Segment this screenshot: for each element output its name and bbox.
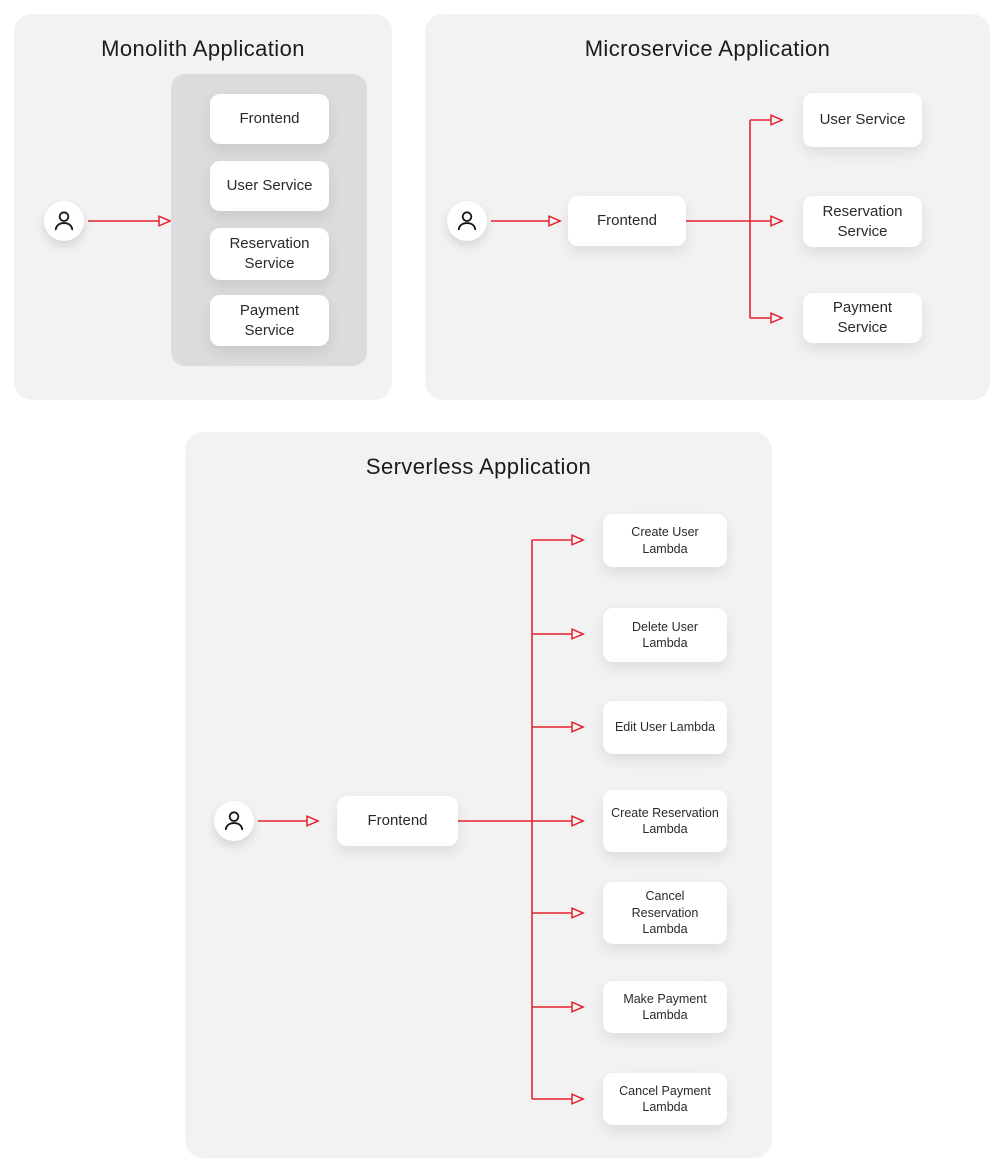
user-icon (447, 201, 487, 241)
node-monolith-payment-service: Payment Service (210, 295, 329, 346)
node-micro-user-service: User Service (803, 93, 922, 147)
person-head (58, 211, 70, 222)
node-make-payment-lambda: Make Payment Lambda (603, 981, 727, 1033)
person-shoulders (457, 222, 477, 231)
microservice-panel: Microservice Application Frontend User S… (425, 14, 990, 400)
node-monolith-user-service: User Service (210, 161, 329, 211)
person-head (228, 811, 240, 822)
serverless-panel: Serverless Application Frontend Create U… (185, 432, 772, 1158)
serverless-connectors (258, 432, 772, 1158)
node-monolith-frontend: Frontend (210, 94, 329, 144)
node-create-user-lambda: Create User Lambda (603, 514, 727, 567)
node-micro-frontend: Frontend (568, 196, 686, 246)
node-cancel-payment-lambda: Cancel Payment Lambda (603, 1073, 727, 1125)
monolith-connectors (88, 14, 392, 400)
node-create-reservation-lambda: Create Reservation Lambda (603, 790, 727, 852)
monolith-panel: Monolith Application Frontend User Servi… (14, 14, 392, 400)
node-micro-reservation-service: Reservation Service (803, 196, 922, 247)
user-icon (214, 801, 254, 841)
monolith-title: Monolith Application (101, 36, 305, 61)
person-shoulders (224, 822, 244, 831)
serverless-title: Serverless Application (365, 454, 592, 479)
microservice-title: Microservice Application (584, 36, 831, 61)
node-serverless-frontend: Frontend (337, 796, 458, 846)
microservice-connectors (491, 14, 990, 400)
person-head (461, 211, 473, 222)
user-icon (44, 201, 84, 241)
person-silhouette-icon (224, 811, 244, 831)
person-silhouette-icon (54, 211, 74, 231)
node-cancel-reservation-lambda: Cancel Reservation Lambda (603, 882, 727, 944)
person-shoulders (54, 222, 74, 231)
node-monolith-reservation-service: Reservation Service (210, 228, 329, 280)
node-edit-user-lambda: Edit User Lambda (603, 701, 727, 754)
node-micro-payment-service: Payment Service (803, 293, 922, 343)
person-silhouette-icon (457, 211, 477, 231)
node-delete-user-lambda: Delete User Lambda (603, 608, 727, 662)
